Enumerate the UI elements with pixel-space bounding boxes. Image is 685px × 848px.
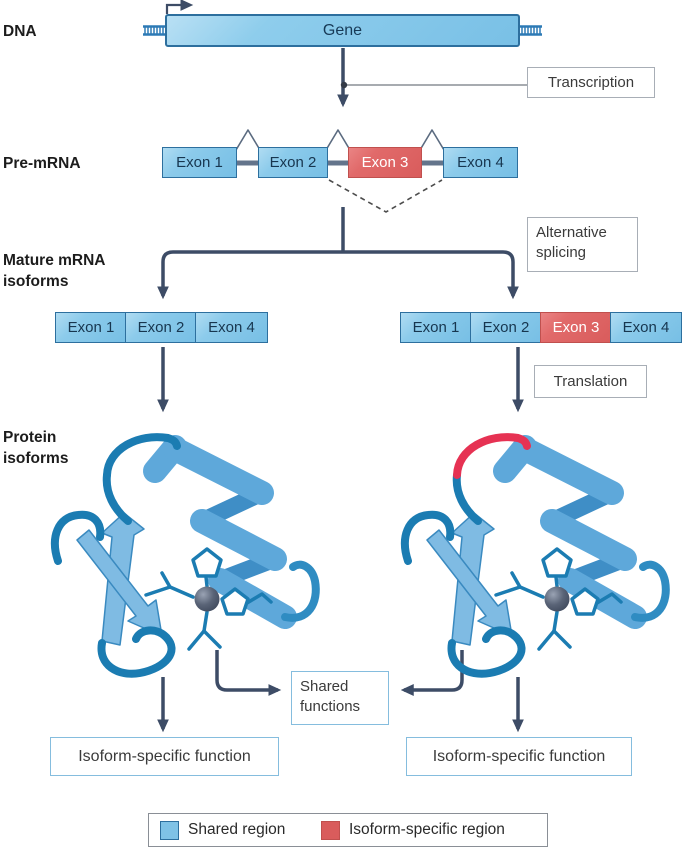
callout-dot bbox=[340, 81, 348, 89]
alternative-splicing-callout: Alternative splicing bbox=[527, 217, 638, 272]
stage-label-mature-mrna: Mature mRNA isoforms bbox=[3, 252, 105, 290]
stage-label-protein: Protein isoforms bbox=[3, 429, 69, 467]
isoform-right-exon-2: Exon 2 bbox=[470, 312, 542, 343]
isoform-specific-function-box-right: Isoform-specific function bbox=[406, 737, 632, 776]
gene-label: Gene bbox=[322, 21, 363, 39]
isoform-right-exon-1: Exon 1 bbox=[400, 312, 472, 343]
pre-mrna-exon-4: Exon 4 bbox=[443, 147, 518, 178]
pre-mrna-exon-2: Exon 2 bbox=[258, 147, 328, 178]
pre-mrna-exon-3: Exon 3 bbox=[348, 147, 422, 178]
gene-box: Gene bbox=[165, 14, 520, 47]
exon-skipping-dashed-line bbox=[328, 179, 443, 213]
stage-label-pre-mrna: Pre-mRNA bbox=[3, 155, 81, 172]
transcription-callout: Transcription bbox=[527, 67, 655, 98]
stage-label-dna: DNA bbox=[3, 23, 37, 40]
isoform-left-exon-4: Exon 4 bbox=[195, 312, 268, 343]
dna-strand-left bbox=[143, 25, 165, 36]
isoform-specific-region-swatch bbox=[321, 820, 340, 840]
isoform-right-exon-3: Exon 3 bbox=[540, 312, 612, 343]
pre-mrna-exon-1: Exon 1 bbox=[162, 147, 237, 178]
shared-functions-box: Shared functions bbox=[291, 671, 389, 725]
splicing-branch-left-arrow bbox=[157, 250, 343, 300]
legend: Shared region Isoform-specific region bbox=[148, 813, 548, 847]
isoform-left-exon-2: Exon 2 bbox=[125, 312, 197, 343]
legend-label-specific: Isoform-specific region bbox=[349, 821, 505, 838]
protein-isoform-specific bbox=[400, 425, 680, 685]
dna-strand-right bbox=[520, 25, 542, 36]
shared-region-swatch bbox=[160, 820, 179, 840]
legend-label-shared: Shared region bbox=[188, 821, 286, 838]
translation-callout: Translation bbox=[534, 365, 647, 398]
legend-item-shared: Shared region bbox=[160, 814, 285, 846]
isoform-specific-function-box-left: Isoform-specific function bbox=[50, 737, 279, 776]
legend-item-specific: Isoform-specific region bbox=[321, 814, 505, 846]
shared-function-arrow-left bbox=[215, 650, 282, 696]
splicing-branch-right-arrow bbox=[343, 250, 519, 300]
isoform-left-exon-1: Exon 1 bbox=[55, 312, 127, 343]
protein-isoform-shared bbox=[50, 425, 330, 685]
transcription-start-arrow bbox=[165, 0, 194, 14]
isoform-right-exon-4: Exon 4 bbox=[610, 312, 682, 343]
shared-function-arrow-right bbox=[400, 650, 464, 696]
splice-loops bbox=[235, 129, 445, 151]
